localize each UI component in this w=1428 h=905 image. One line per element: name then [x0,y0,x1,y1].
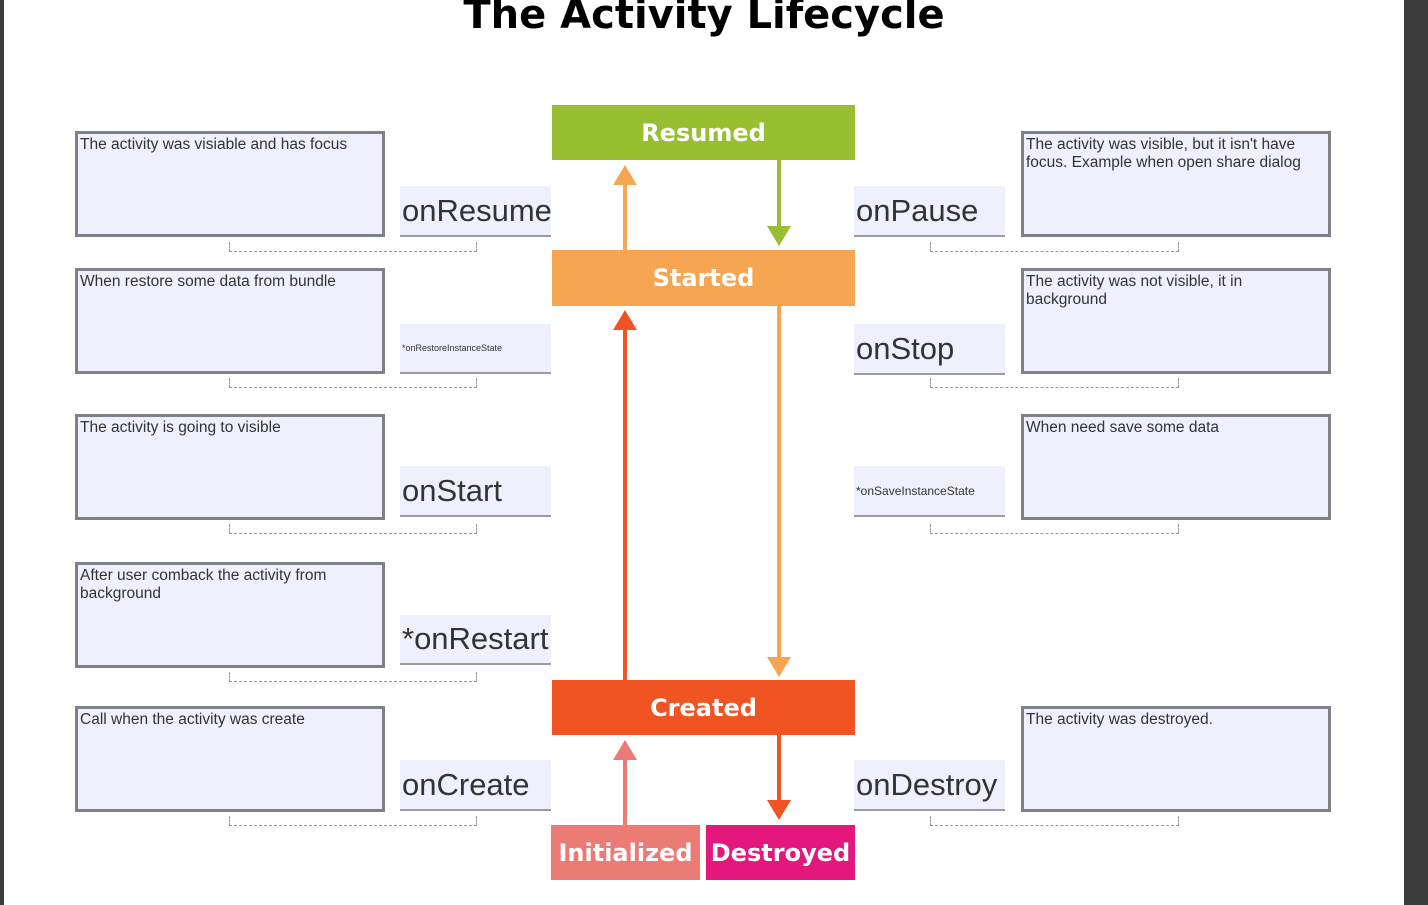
connector-onstop [930,378,1179,388]
arrow-created-to-destroyed [767,735,791,820]
note-onstart: The activity is going to visible [75,414,385,520]
diagram-page: The Activity Lifecycle [4,0,1404,905]
arrow-resumed-to-started [767,160,791,246]
connector-onrestart [229,672,477,682]
callback-onresume: onResume [400,186,551,237]
callback-onrestoreinstancestate: *onRestoreInstanceState [400,324,551,374]
arrow-created-to-started [613,310,637,680]
note-onstop: The activity was not visible, it in back… [1021,268,1331,374]
connector-onpause [930,242,1179,252]
callback-ondestroy: onDestroy [854,760,1005,811]
callback-onstop: onStop [854,324,1005,375]
arrow-started-to-created [767,306,791,677]
callback-oncreate: onCreate [400,760,551,811]
callback-onpause: onPause [854,186,1005,237]
callback-onrestart: *onRestart [400,615,551,665]
note-ondestroy: The activity was destroyed. [1021,706,1331,812]
callback-onstart: onStart [400,466,551,517]
connector-ondestroy [930,816,1179,826]
note-onpause: The activity was visible, but it isn't h… [1021,131,1331,237]
note-oncreate: Call when the activity was create [75,706,385,812]
state-started: Started [552,250,855,306]
diagram-title: The Activity Lifecycle [463,0,945,38]
connector-onstart [229,524,477,534]
transition-arrows [613,160,791,825]
state-destroyed: Destroyed [706,825,855,880]
arrow-initialized-to-created [613,740,637,825]
note-onrestoreinstancestate: When restore some data from bundle [75,268,385,374]
arrow-started-to-resumed [613,165,637,250]
connector-onsaveinstancestate [930,524,1179,534]
connector-onresume [229,242,477,252]
note-onsaveinstancestate: When need save some data [1021,414,1331,520]
note-onresume: The activity was visiable and has focus [75,131,385,237]
state-initialized: Initialized [551,825,700,880]
connector-oncreate [229,816,477,826]
state-created: Created [552,680,855,735]
connector-onrestoreinstancestate [229,378,477,388]
note-onrestart: After user comback the activity from bac… [75,562,385,668]
state-resumed: Resumed [552,105,855,160]
callback-onsaveinstancestate: *onSaveInstanceState [854,466,1005,517]
